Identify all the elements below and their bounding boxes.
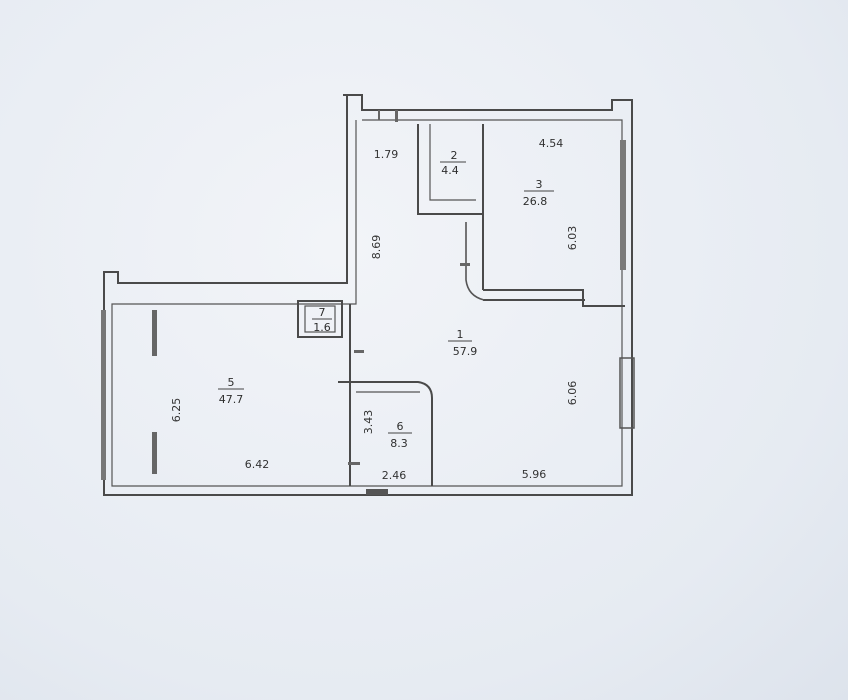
dim-6-42: 6.42 — [245, 458, 270, 471]
room-7-area: 1.6 — [313, 321, 331, 334]
room-2-number: 2 — [451, 149, 458, 162]
dim-3-43: 3.43 — [362, 410, 375, 435]
room-1-area: 57.9 — [453, 345, 478, 358]
room-6-number: 6 — [397, 420, 404, 433]
room-2-walls — [417, 124, 483, 215]
room-3-number: 3 — [536, 178, 543, 191]
dim-6-25: 6.25 — [170, 398, 183, 423]
dim-1-79: 1.79 — [374, 148, 399, 161]
dim-2-46: 2.46 — [382, 469, 407, 482]
room-labels: 1 57.9 2 4.4 3 26.8 5 47.7 6 8.3 7 1.6 — [218, 149, 554, 450]
room-1-number: 1 — [457, 328, 464, 341]
window-east-upper — [620, 140, 626, 270]
window-west — [101, 310, 106, 480]
dim-6-03: 6.03 — [566, 226, 579, 251]
room-6-walls — [338, 381, 433, 486]
room-5-area: 47.7 — [219, 393, 244, 406]
room-7-number: 7 — [319, 306, 326, 319]
room-5-number: 5 — [228, 376, 235, 389]
room-3-area: 26.8 — [523, 195, 548, 208]
room-7-walls — [297, 300, 343, 338]
dim-5-96: 5.96 — [522, 468, 547, 481]
room-6-area: 8.3 — [390, 437, 408, 450]
room-2-area: 4.4 — [441, 164, 459, 177]
dimension-labels: 1.79 4.54 6.03 8.69 6.25 6.42 3.43 2.46 … — [170, 137, 579, 482]
window-east-lower — [619, 357, 635, 429]
dim-4-54: 4.54 — [539, 137, 564, 150]
door-marks — [348, 110, 470, 495]
dim-8-69: 8.69 — [370, 235, 383, 260]
door-room-3 — [465, 222, 485, 301]
dim-6-06: 6.06 — [566, 381, 579, 406]
